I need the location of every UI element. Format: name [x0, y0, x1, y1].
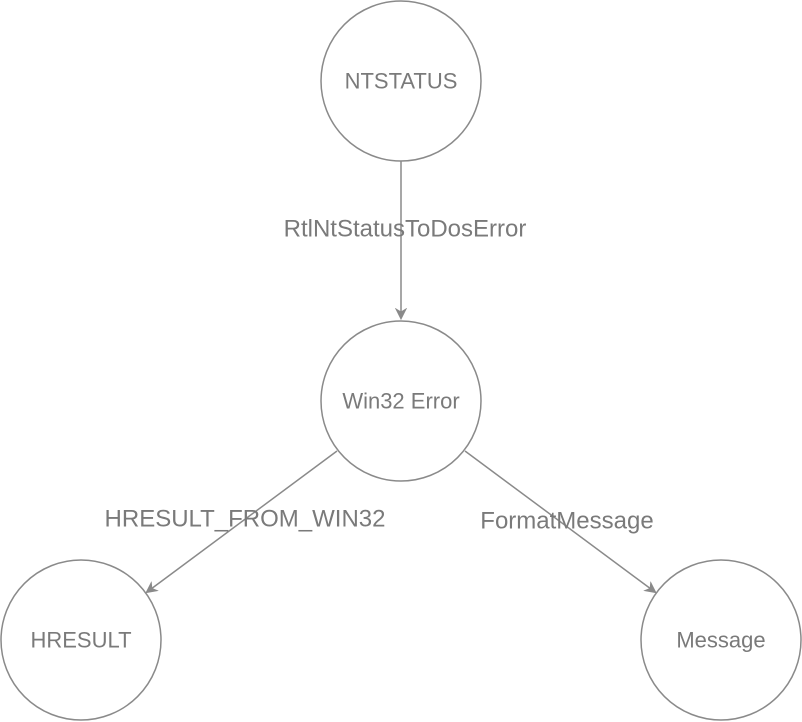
edge-win32-to-message-line: [464, 450, 655, 592]
edge-ntstatus-to-win32-label: RtlNtStatusToDosError: [284, 216, 527, 243]
edge-win32-to-hresult: [147, 450, 338, 592]
node-ntstatus-circle: [320, 0, 482, 162]
node-hresult-label: HRESULT: [30, 628, 131, 653]
node-message-label: Message: [676, 628, 765, 653]
edge-win32-to-hresult-line: [147, 450, 338, 592]
node-message-circle: [640, 559, 802, 721]
node-win32-error: Win32 Error: [320, 320, 482, 482]
node-win32-error-label: Win32 Error: [342, 389, 459, 414]
node-win32-error-circle: [320, 320, 482, 482]
edge-win32-to-message-label: FormatMessage: [480, 508, 653, 535]
edge-win32-to-message: [464, 450, 655, 592]
node-ntstatus-label: NTSTATUS: [345, 69, 458, 94]
node-hresult-circle: [0, 559, 162, 721]
edge-win32-to-hresult-label: HRESULT_FROM_WIN32: [105, 506, 386, 533]
node-message: Message: [640, 559, 802, 721]
node-hresult: HRESULT: [0, 559, 162, 721]
node-ntstatus: NTSTATUS: [320, 0, 482, 162]
